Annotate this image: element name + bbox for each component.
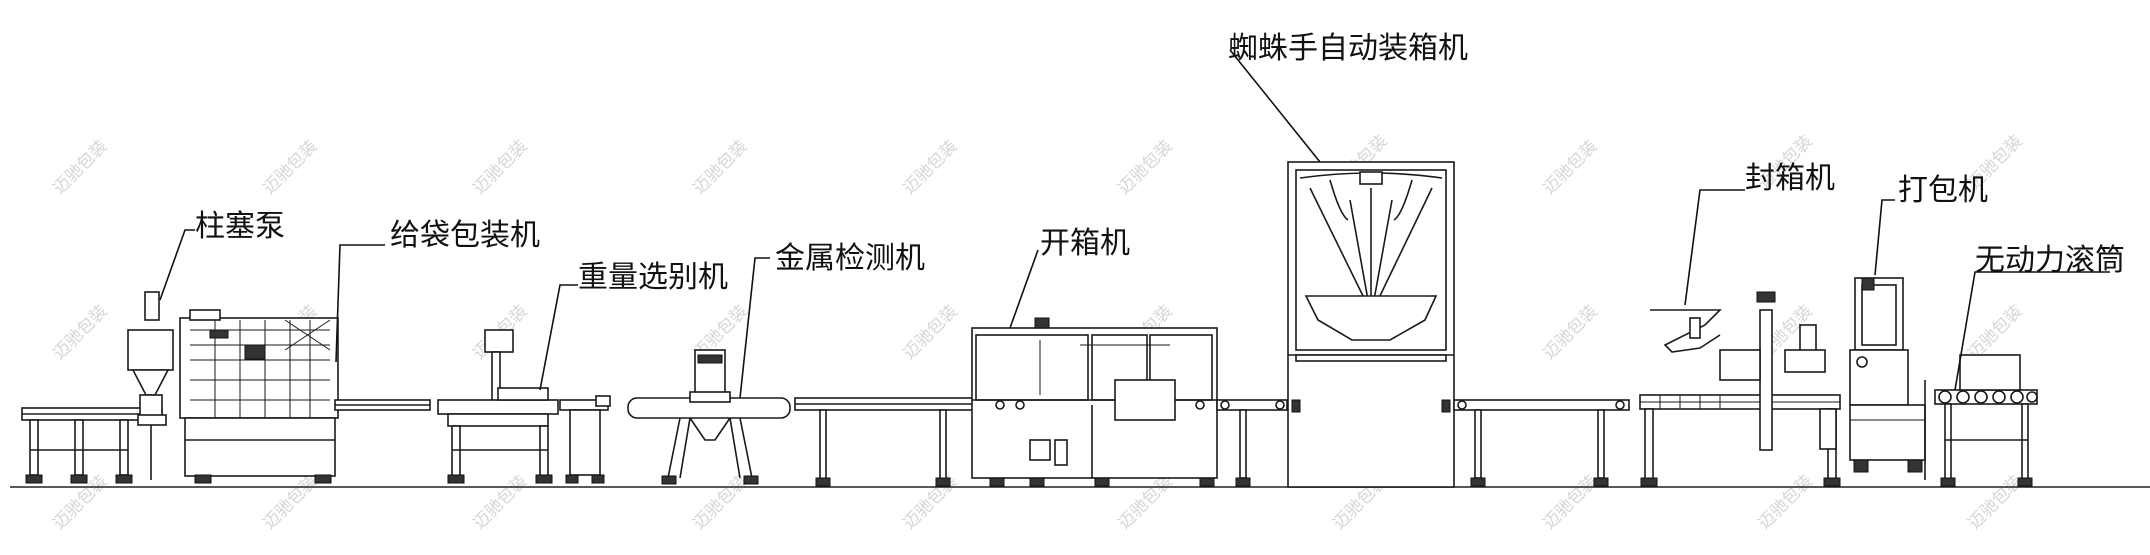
watermark: 迈驰包装	[1114, 136, 1176, 198]
bag-packing-machine	[179, 309, 431, 484]
label-strapping: 打包机	[1898, 173, 1988, 208]
leader-roller-conveyor	[1954, 271, 2110, 391]
leader-checkweigher	[539, 284, 578, 391]
watermark: 迈驰包装	[1539, 301, 1601, 363]
metal-detector	[627, 349, 791, 485]
watermark: 迈驰包装	[689, 136, 751, 198]
roller-conveyor	[1934, 354, 2038, 487]
leader-lines	[159, 49, 2110, 399]
case-erector	[971, 317, 1218, 487]
watermark: 迈驰包装	[1539, 136, 1601, 198]
strapping-machine	[1849, 277, 1926, 480]
plunger-pump	[127, 291, 174, 480]
leader-strapping	[1874, 199, 1895, 276]
labels: 柱塞泵 给袋包装机 重量选别机 金属检测机 开箱机 蜘蛛手自动装箱机 封箱机 打…	[195, 31, 2125, 295]
label-case-erector: 开箱机	[1040, 226, 1130, 261]
watermark: 迈驰包装	[469, 136, 531, 198]
label-case-sealer: 封箱机	[1745, 161, 1835, 196]
leader-plunger-pump	[159, 229, 195, 301]
label-spider-packer: 蜘蛛手自动装箱机	[1228, 31, 1468, 66]
label-metal-detector: 金属检测机	[775, 241, 925, 276]
belt-conveyor-1	[794, 397, 976, 487]
watermark: 迈驰包装	[259, 136, 321, 198]
watermark: 迈驰包装	[1964, 471, 2026, 533]
leader-case-erector	[1009, 249, 1039, 329]
checkweigher	[437, 329, 611, 484]
leader-metal-detector	[739, 257, 770, 399]
leader-spider-packer	[1229, 49, 1321, 163]
watermark: 迈驰包装	[689, 471, 751, 533]
label-checkweigher: 重量选别机	[578, 260, 728, 295]
infeed-table	[21, 407, 163, 484]
belt-conveyor-3	[1453, 399, 1630, 487]
label-bag-packer: 给袋包装机	[390, 218, 540, 253]
spider-hand-case-packer	[1287, 161, 1455, 488]
watermark: 迈驰包装	[469, 471, 531, 533]
watermark: 迈驰包装	[899, 136, 961, 198]
watermark: 迈驰包装	[259, 471, 321, 533]
leader-case-sealer	[1684, 189, 1745, 306]
watermark: 迈驰包装	[49, 136, 111, 198]
watermark: 迈驰包装	[49, 301, 111, 363]
watermark: 迈驰包装	[1754, 471, 1816, 533]
label-roller-conveyor: 无动力滚筒	[1975, 243, 2125, 278]
leader-bag-packer	[335, 244, 385, 363]
belt-conveyor-2	[1216, 399, 1288, 487]
label-plunger-pump: 柱塞泵	[195, 209, 285, 244]
watermark: 迈驰包装	[1114, 471, 1176, 533]
watermark: 迈驰包装	[1539, 471, 1601, 533]
case-sealer	[1639, 291, 1841, 487]
watermark: 迈驰包装	[899, 301, 961, 363]
watermark: 迈驰包装	[899, 471, 961, 533]
